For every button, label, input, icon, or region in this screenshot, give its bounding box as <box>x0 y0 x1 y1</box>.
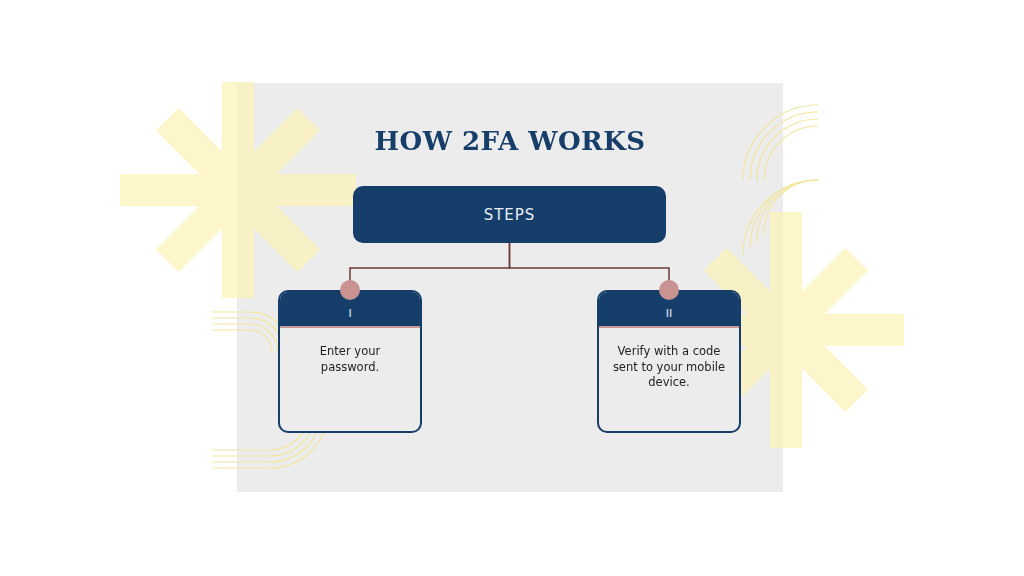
card-header: II <box>599 292 739 328</box>
step-text: Enter your password. <box>320 344 380 374</box>
asterisk <box>120 82 356 298</box>
steps-box: STEPS <box>353 186 666 243</box>
card-header: I <box>280 292 420 328</box>
step-text: Verify with a code sent to your mobile d… <box>613 344 725 389</box>
step-card: II Verify with a code sent to your mobile… <box>597 290 741 433</box>
connector-line <box>510 243 670 290</box>
step-number: II <box>666 307 673 320</box>
step-number: I <box>348 307 351 320</box>
connector-line <box>350 243 510 290</box>
arc-lines <box>212 105 818 468</box>
card-body: Verify with a code sent to your mobile d… <box>599 328 739 401</box>
card-body: Enter your password. <box>280 328 420 385</box>
box-label: STEPS <box>484 206 536 224</box>
step-card: I Enter your password. <box>278 290 422 433</box>
diagram-title: HOW 2FA WORKS <box>237 126 783 156</box>
panel <box>237 83 783 492</box>
